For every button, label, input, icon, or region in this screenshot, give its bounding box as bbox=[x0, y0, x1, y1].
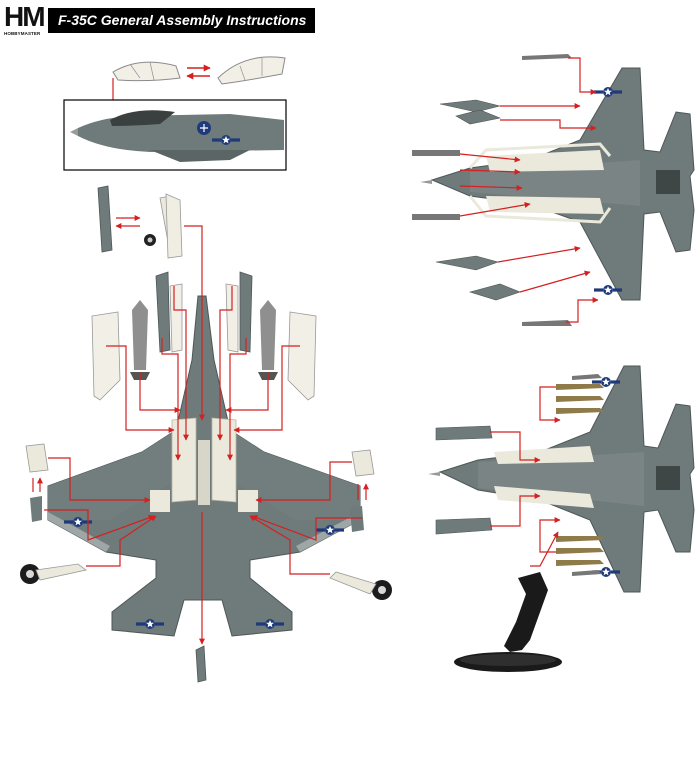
display-stand-part[interactable] bbox=[454, 572, 562, 672]
page-title: F-35C General Assembly Instructions bbox=[48, 8, 315, 33]
external-stores-arrows bbox=[490, 386, 561, 567]
underside-arrows bbox=[44, 225, 362, 645]
external-bombs-bottom[interactable] bbox=[556, 536, 604, 576]
internal-bay-arrows bbox=[459, 57, 599, 323]
left-gear-door-parts[interactable] bbox=[25, 443, 49, 522]
right-door-swap-arrows bbox=[357, 484, 366, 500]
external-loadout-panel bbox=[428, 365, 695, 672]
right-store-pylon-b[interactable] bbox=[287, 311, 317, 401]
underside-panel bbox=[20, 185, 392, 683]
right-main-gear-part[interactable] bbox=[329, 571, 392, 600]
left-main-gear-part[interactable] bbox=[20, 563, 87, 584]
external-bombs-top[interactable] bbox=[556, 374, 604, 414]
internal-bay-panel bbox=[412, 54, 695, 326]
topview-airframe-b[interactable] bbox=[428, 365, 695, 593]
nose-gear-door-part[interactable] bbox=[97, 185, 113, 253]
nose-gear-part[interactable] bbox=[144, 193, 183, 259]
left-door-swap-arrows bbox=[32, 478, 40, 492]
right-store-pylon-a[interactable] bbox=[225, 271, 253, 353]
cockpit-inset bbox=[63, 99, 287, 171]
right-bomb[interactable] bbox=[258, 300, 278, 380]
canopy-closed-part[interactable] bbox=[112, 61, 181, 82]
canopy-open-part[interactable] bbox=[217, 56, 286, 85]
tail-hook-part[interactable] bbox=[195, 645, 207, 683]
right-gear-door-parts[interactable] bbox=[350, 449, 375, 532]
underside-airframe[interactable] bbox=[47, 295, 361, 637]
left-store-pylon-b[interactable] bbox=[155, 271, 183, 353]
left-store-pylon-a[interactable] bbox=[91, 311, 121, 401]
external-door-parts[interactable] bbox=[435, 425, 493, 535]
left-bomb[interactable] bbox=[130, 300, 150, 380]
brand-logo: HM HOBBYMASTER bbox=[4, 1, 46, 38]
canopy-panel bbox=[63, 56, 287, 171]
brand-mark: HM bbox=[4, 1, 46, 32]
internal-stores-left[interactable] bbox=[412, 54, 572, 326]
brand-subtext: HOBBYMASTER bbox=[4, 31, 41, 36]
